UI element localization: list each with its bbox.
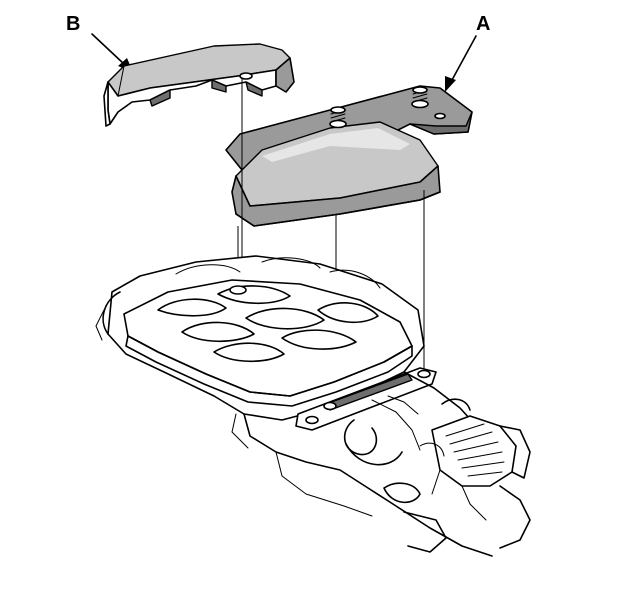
engine-intake-manifold bbox=[95, 255, 437, 431]
engine-cover-a bbox=[225, 85, 473, 227]
callout-a: A bbox=[445, 13, 490, 92]
callout-a-arrowhead bbox=[445, 76, 456, 92]
mounting-spring-rear bbox=[411, 86, 429, 109]
callout-a-leader bbox=[451, 35, 477, 81]
engine-cover-b bbox=[103, 43, 295, 127]
mounting-spring-front bbox=[329, 106, 347, 129]
callout-a-label: A bbox=[476, 13, 490, 35]
callout-b-leader bbox=[91, 33, 125, 65]
callout-b: B bbox=[66, 13, 133, 72]
callout-b-label: B bbox=[66, 13, 80, 35]
engine-lower-assembly bbox=[231, 371, 531, 557]
